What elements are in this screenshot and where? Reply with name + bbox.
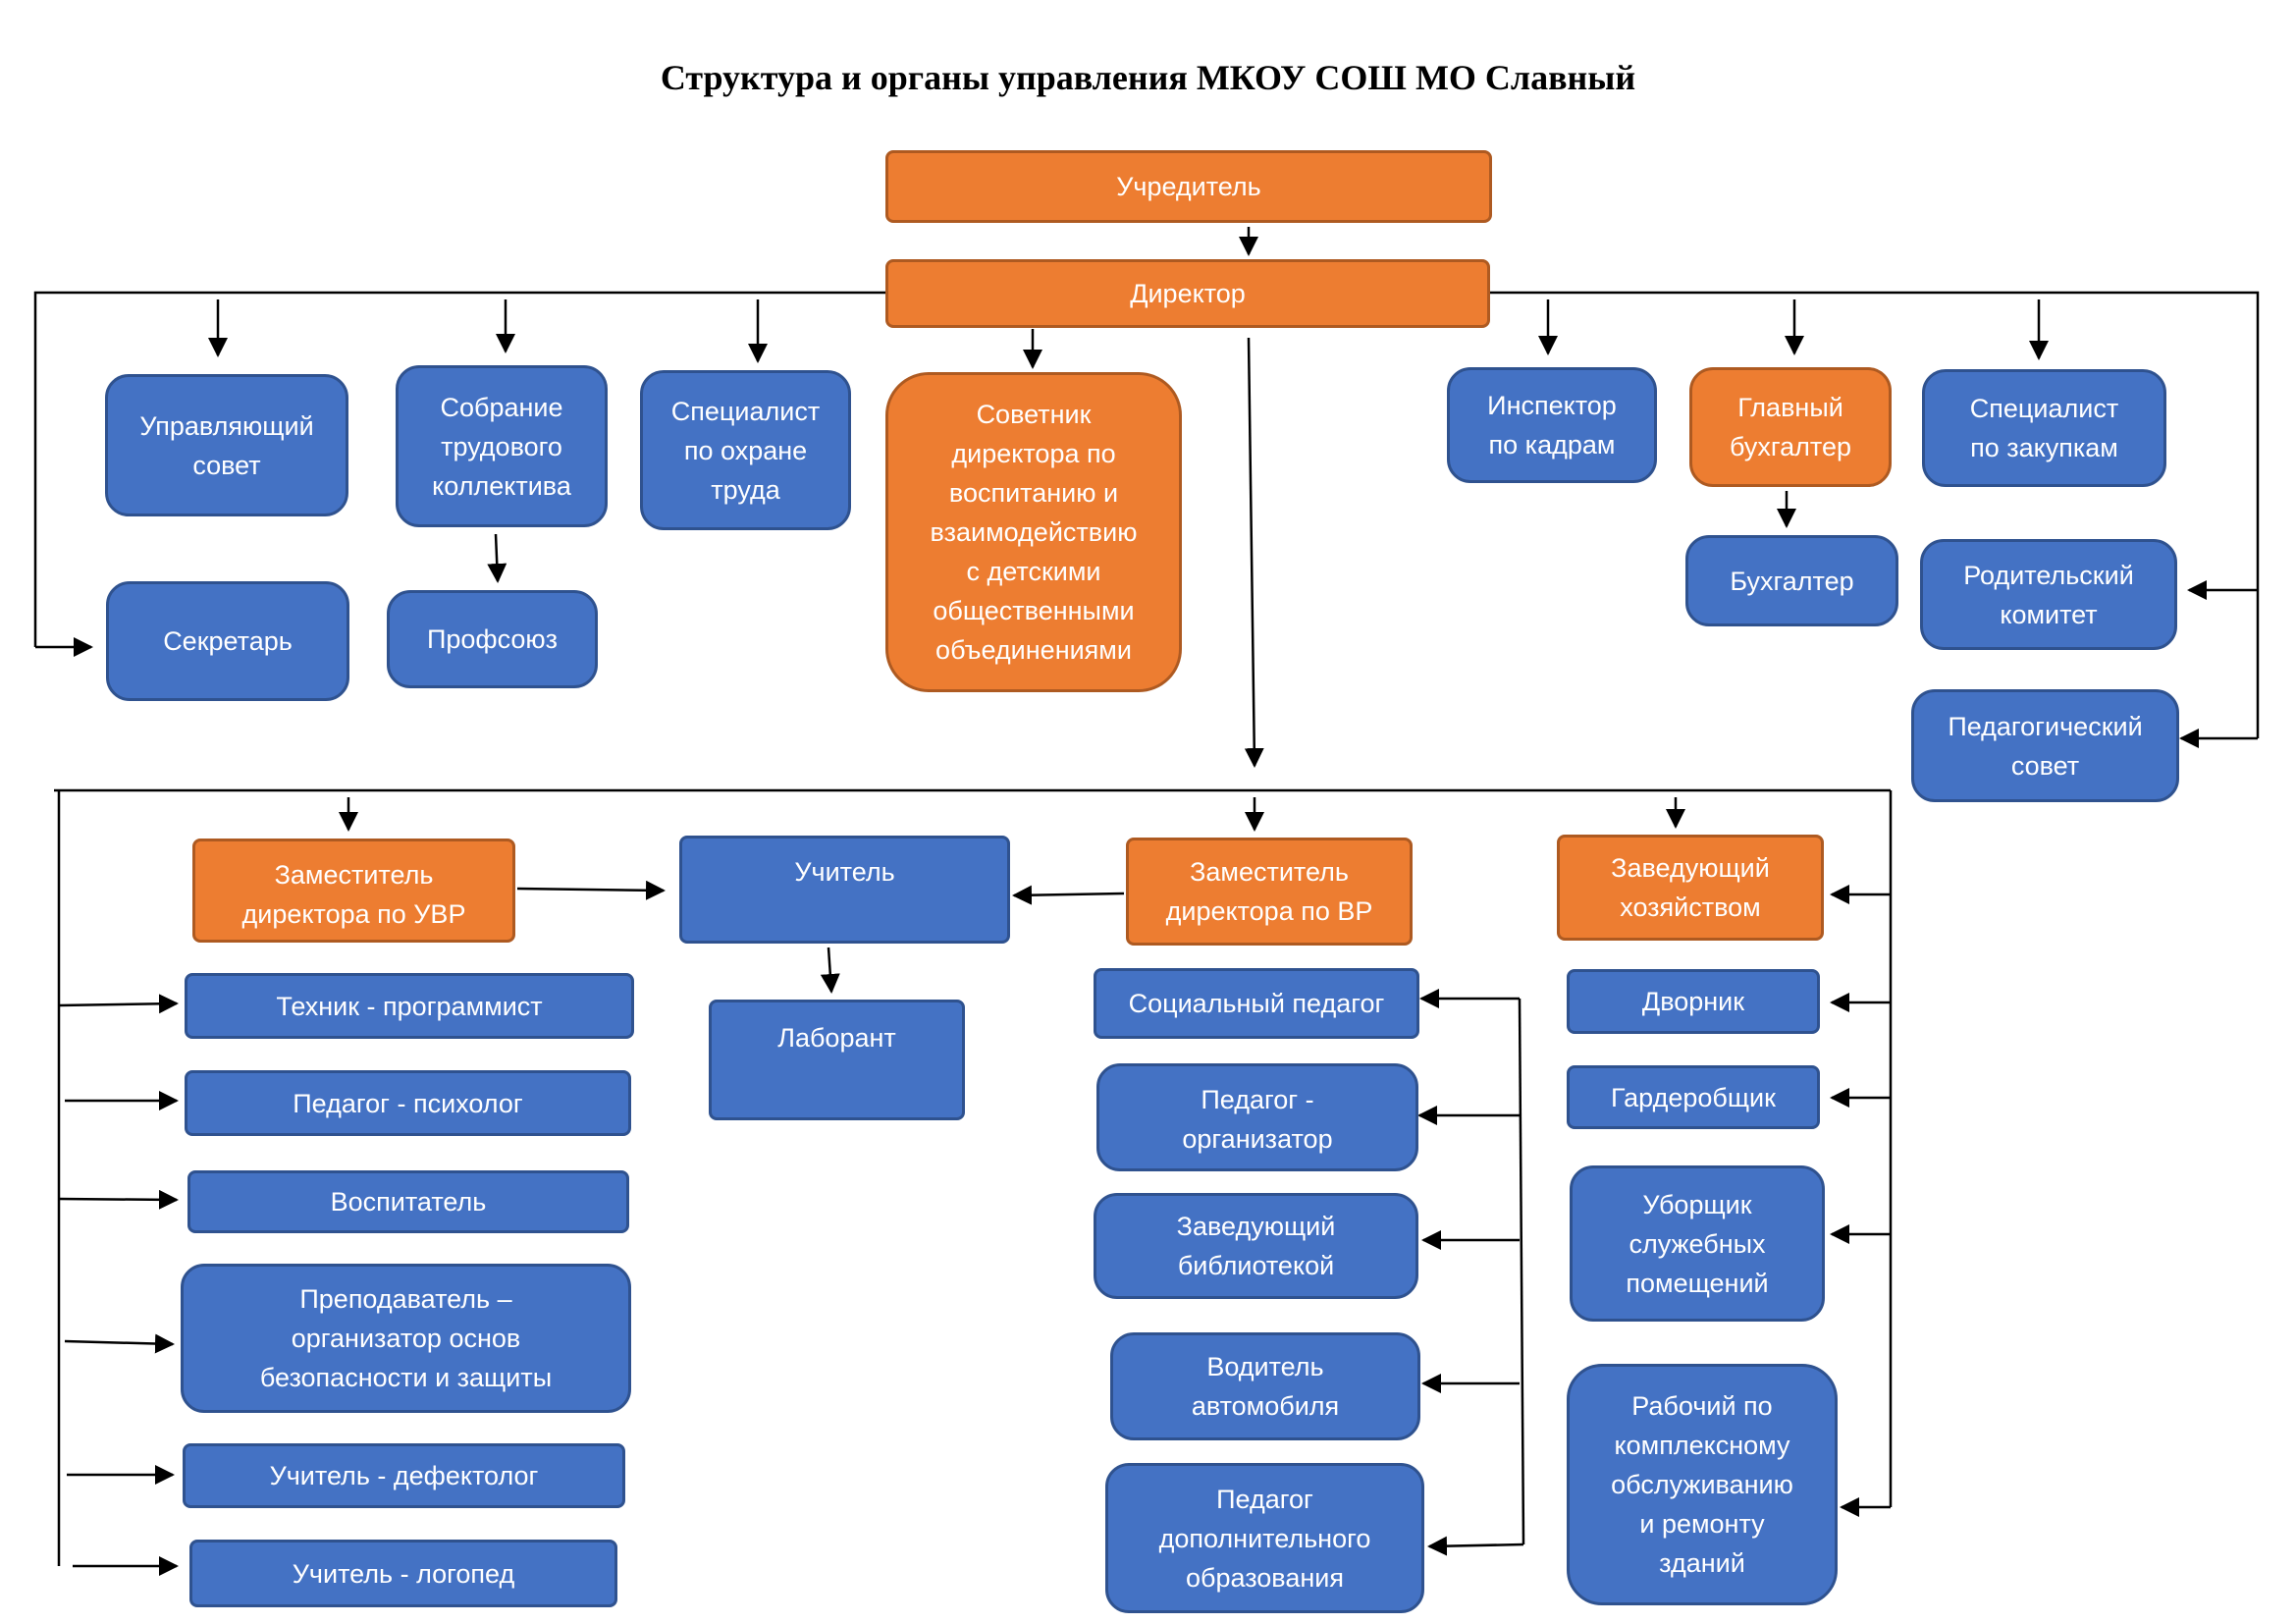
arrow-uchitel-laborant — [820, 947, 840, 994]
node-prepodavatel: Преподаватель – организатор основ безопа… — [181, 1264, 631, 1413]
node-laborant: Лаборант — [709, 1000, 965, 1120]
chart-title: Структура и органы управления МКОУ СОШ М… — [660, 58, 1636, 97]
node-direktor: Директор — [885, 259, 1490, 328]
node-spec-zakupki: Специалист по закупкам — [1922, 369, 2166, 487]
arrow-to-ped-dop — [1427, 1536, 1524, 1556]
node-uchreditel: Учредитель — [885, 150, 1492, 223]
node-garderobshchik: Гардеробщик — [1567, 1065, 1820, 1129]
node-logoped: Учитель - логопед — [189, 1540, 617, 1607]
node-glavbuh: Главный бухгалтер — [1689, 367, 1892, 487]
arrow-sobranie-profsoyuz — [487, 533, 507, 583]
node-roditelskiy: Родительский комитет — [1920, 539, 2177, 650]
node-pedsovet: Педагогический совет — [1911, 689, 2179, 802]
arrow-to-prepodavatel — [64, 1333, 175, 1354]
line-vr-bus — [1518, 998, 1525, 1545]
node-tehnik: Техник - программист — [185, 973, 634, 1039]
line-direktor-down — [1244, 337, 1264, 768]
arrow-zam-vr-uchitel — [1012, 885, 1125, 905]
node-zam-vr: Заместитель директора по ВР — [1126, 838, 1413, 946]
node-voditel: Водитель автомобиля — [1110, 1332, 1420, 1440]
node-buhgalter: Бухгалтер — [1685, 535, 1898, 626]
line-direktor-left-bus — [33, 291, 885, 647]
node-defektolog: Учитель - дефектолог — [183, 1443, 625, 1508]
node-spec-ohrana: Специалист по охране труда — [640, 370, 851, 530]
node-sovetnik: Советник директора по воспитанию и взаим… — [885, 372, 1182, 692]
arrow-to-vospitatel — [58, 1189, 179, 1210]
node-ped-organizator: Педагог - организатор — [1096, 1063, 1418, 1171]
node-zavhoz: Заведующий хозяйством — [1557, 835, 1824, 941]
node-zam-uvr: Заместитель директора по УВР — [192, 839, 515, 943]
node-soc-pedagog: Социальный педагог — [1094, 968, 1419, 1039]
node-uchitel: Учитель — [679, 836, 1010, 944]
node-dvornik: Дворник — [1567, 969, 1820, 1034]
node-sobranie: Собрание трудового коллектива — [396, 365, 608, 527]
node-profsoyuz: Профсоюз — [387, 590, 598, 688]
line-direktor-right-bus — [1490, 291, 2260, 738]
node-upravlyayushchiy-sovet: Управляющий совет — [105, 374, 348, 516]
arrow-to-tehnik — [58, 994, 179, 1014]
node-ped-dop: Педагог дополнительного образования — [1105, 1463, 1424, 1613]
node-zav-biblioteka: Заведующий библиотекой — [1094, 1193, 1418, 1299]
node-vospitatel: Воспитатель — [187, 1170, 629, 1233]
node-inspektor: Инспектор по кадрам — [1447, 367, 1657, 483]
node-uborshchik: Уборщик служебных помещений — [1570, 1165, 1825, 1322]
arrow-zam-uvr-uchitel — [516, 880, 666, 900]
node-rabochiy: Рабочий по комплексному обслуживанию и р… — [1567, 1364, 1838, 1605]
node-pedagog-psiholog: Педагог - психолог — [185, 1070, 631, 1136]
node-sekretar: Секретарь — [106, 581, 349, 701]
